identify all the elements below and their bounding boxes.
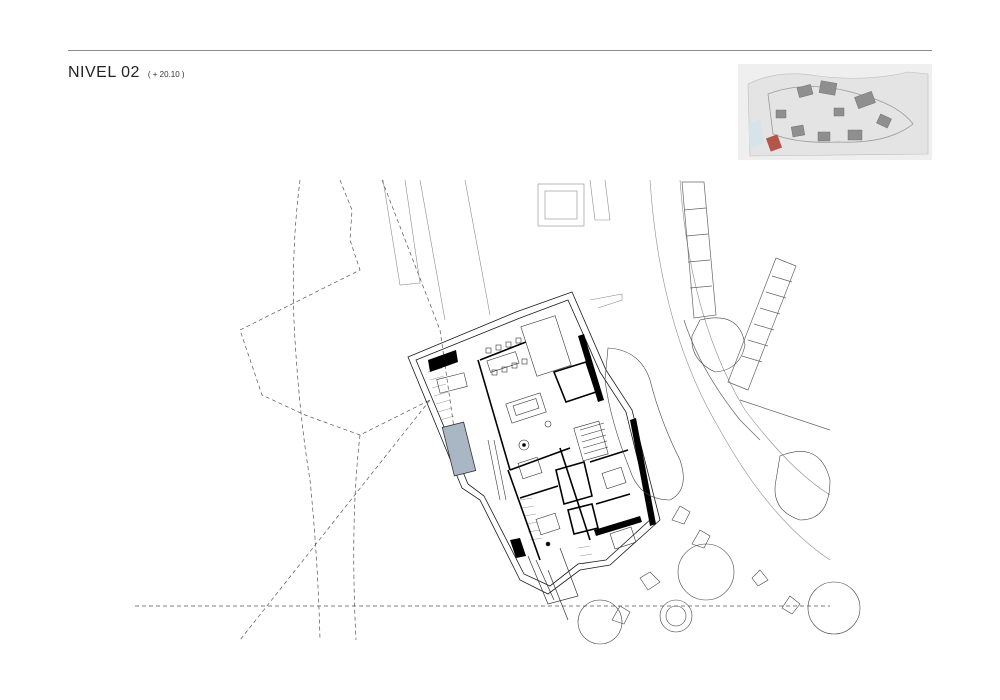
sheet-title-block: NIVEL 02 ( + 20.10 ) — [68, 64, 185, 82]
level-title: NIVEL 02 — [68, 64, 140, 81]
key-map-buildings — [775, 80, 892, 142]
lower-terrace — [527, 547, 579, 621]
context-lines — [382, 179, 831, 561]
top-rule — [68, 50, 932, 51]
heavy-walls — [428, 334, 656, 558]
furniture — [436, 315, 637, 550]
building-outline — [407, 291, 661, 595]
level-elevation: ( + 20.10 ) — [147, 70, 185, 79]
interior-walls — [477, 341, 631, 561]
retaining-wall — [681, 181, 831, 441]
dining-table-chairs — [485, 337, 528, 376]
key-map-highlight — [765, 134, 783, 152]
site-boundary-lines — [135, 179, 830, 641]
pool — [441, 421, 477, 477]
stair — [573, 420, 609, 462]
site-key-map — [738, 64, 932, 160]
key-map-water — [748, 119, 764, 148]
landscape-trees — [577, 317, 861, 645]
